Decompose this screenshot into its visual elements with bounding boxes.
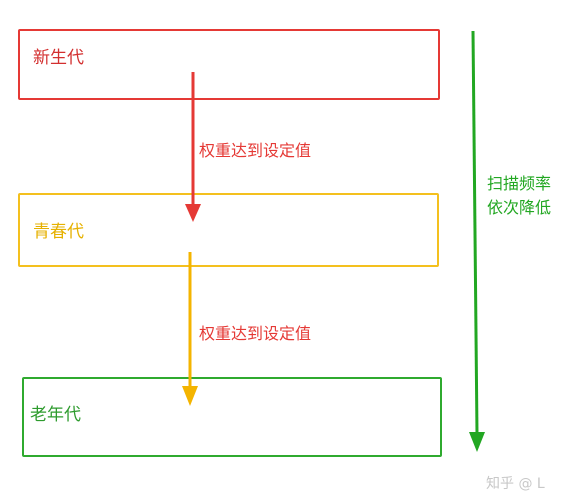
young-generation-label: 新生代 [33,48,84,68]
survivor-to-old-label: 权重达到设定值 [199,324,312,343]
scan-frequency-arrow [469,30,485,452]
scan-frequency-label-line2: 依次降低 [487,198,552,217]
young-to-survivor-arrow [185,72,201,222]
young-to-survivor-label: 权重达到设定值 [199,141,312,160]
young-generation-box: 新生代 [18,29,440,100]
old-generation-box: 老年代 [22,377,442,457]
watermark-text: 知乎 @ L [486,476,545,492]
survivor-generation-box: 青春代 [18,193,439,267]
scan-frequency-label-line1: 扫描频率 [487,174,552,193]
survivor-generation-label: 青春代 [33,222,84,242]
old-generation-label: 老年代 [30,405,81,425]
survivor-to-old-arrow [182,252,198,406]
